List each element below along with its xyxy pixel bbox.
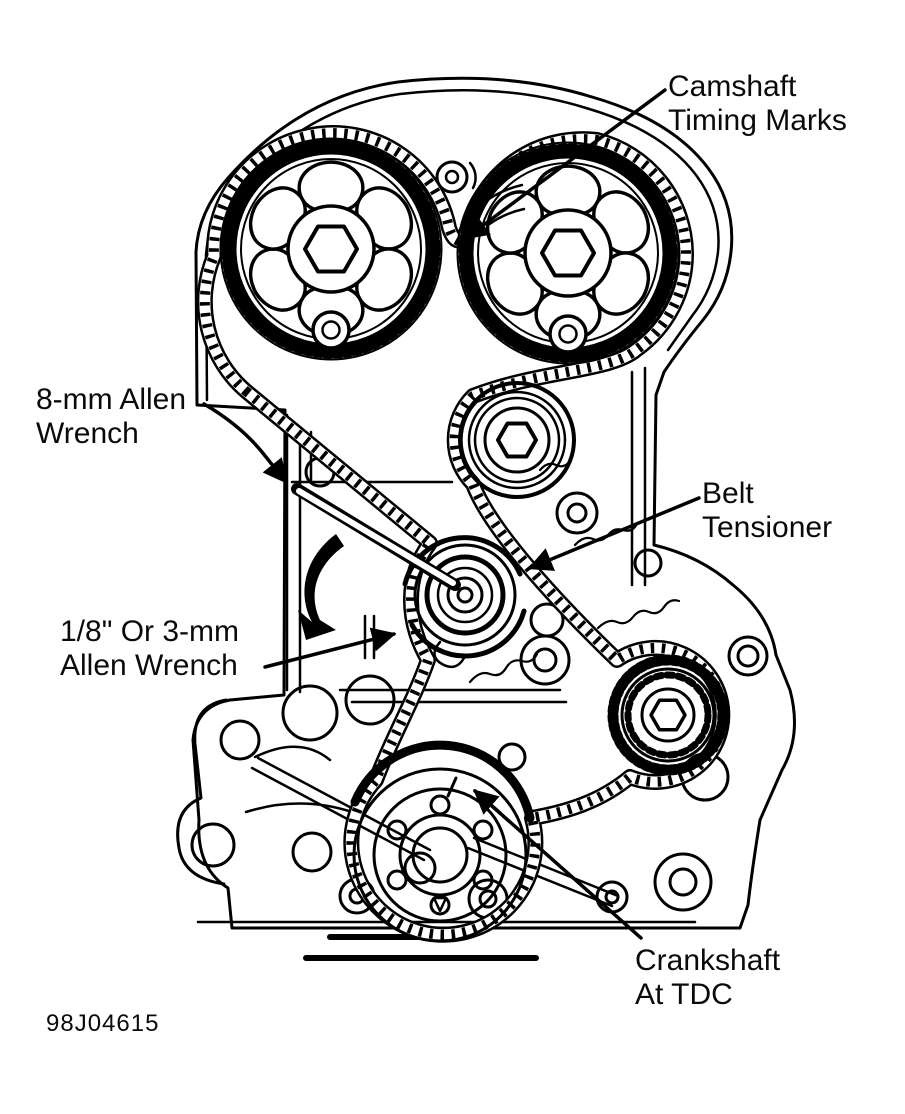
label-8mm-allen-wrench: 8-mm Allen Wrench xyxy=(36,383,186,451)
rotation-arrow xyxy=(298,534,344,640)
oil-pump-sprocket xyxy=(607,654,729,776)
idler-pulley xyxy=(458,381,576,499)
label-3mm-allen-wrench: 1/8" Or 3-mm Allen Wrench xyxy=(60,615,239,683)
label-crankshaft-at-tdc: Crankshaft At TDC xyxy=(635,944,780,1012)
camshaft-marks-arrow xyxy=(464,88,667,240)
label-line: Crankshaft xyxy=(635,944,781,977)
label-line: Belt xyxy=(702,477,754,510)
camshaft-sprocket-right xyxy=(458,143,679,364)
label-line: 8-mm Allen xyxy=(36,383,187,416)
camshaft-sprocket-left xyxy=(221,139,442,360)
crankshaft-tdc-arrowhead xyxy=(473,789,502,815)
allen-8mm-arrow xyxy=(202,402,288,484)
allen-wrench-tool xyxy=(291,483,461,591)
label-line: Wrench xyxy=(36,417,139,450)
label-line: At TDC xyxy=(635,978,733,1011)
crankshaft-sprocket xyxy=(350,740,535,943)
label-line: Camshaft xyxy=(668,70,797,103)
belt-tensioner-arrow xyxy=(527,496,701,571)
timing-belt xyxy=(196,125,731,943)
figure-code: 98J04615 xyxy=(46,1010,160,1037)
label-line: 1/8" Or 3-mm xyxy=(60,615,240,648)
label-belt-tensioner: Belt Tensioner xyxy=(702,477,832,545)
label-camshaft-timing-marks: Camshaft Timing Marks xyxy=(668,70,847,138)
label-line: Allen Wrench xyxy=(60,649,238,682)
belt-guide-stud xyxy=(435,160,477,194)
label-line: Tensioner xyxy=(702,511,833,544)
label-line: Timing Marks xyxy=(668,104,847,137)
allen-3mm-arrow xyxy=(263,627,397,669)
crankshaft-tdc-arrow xyxy=(473,789,643,940)
leader-arrows xyxy=(202,88,701,940)
